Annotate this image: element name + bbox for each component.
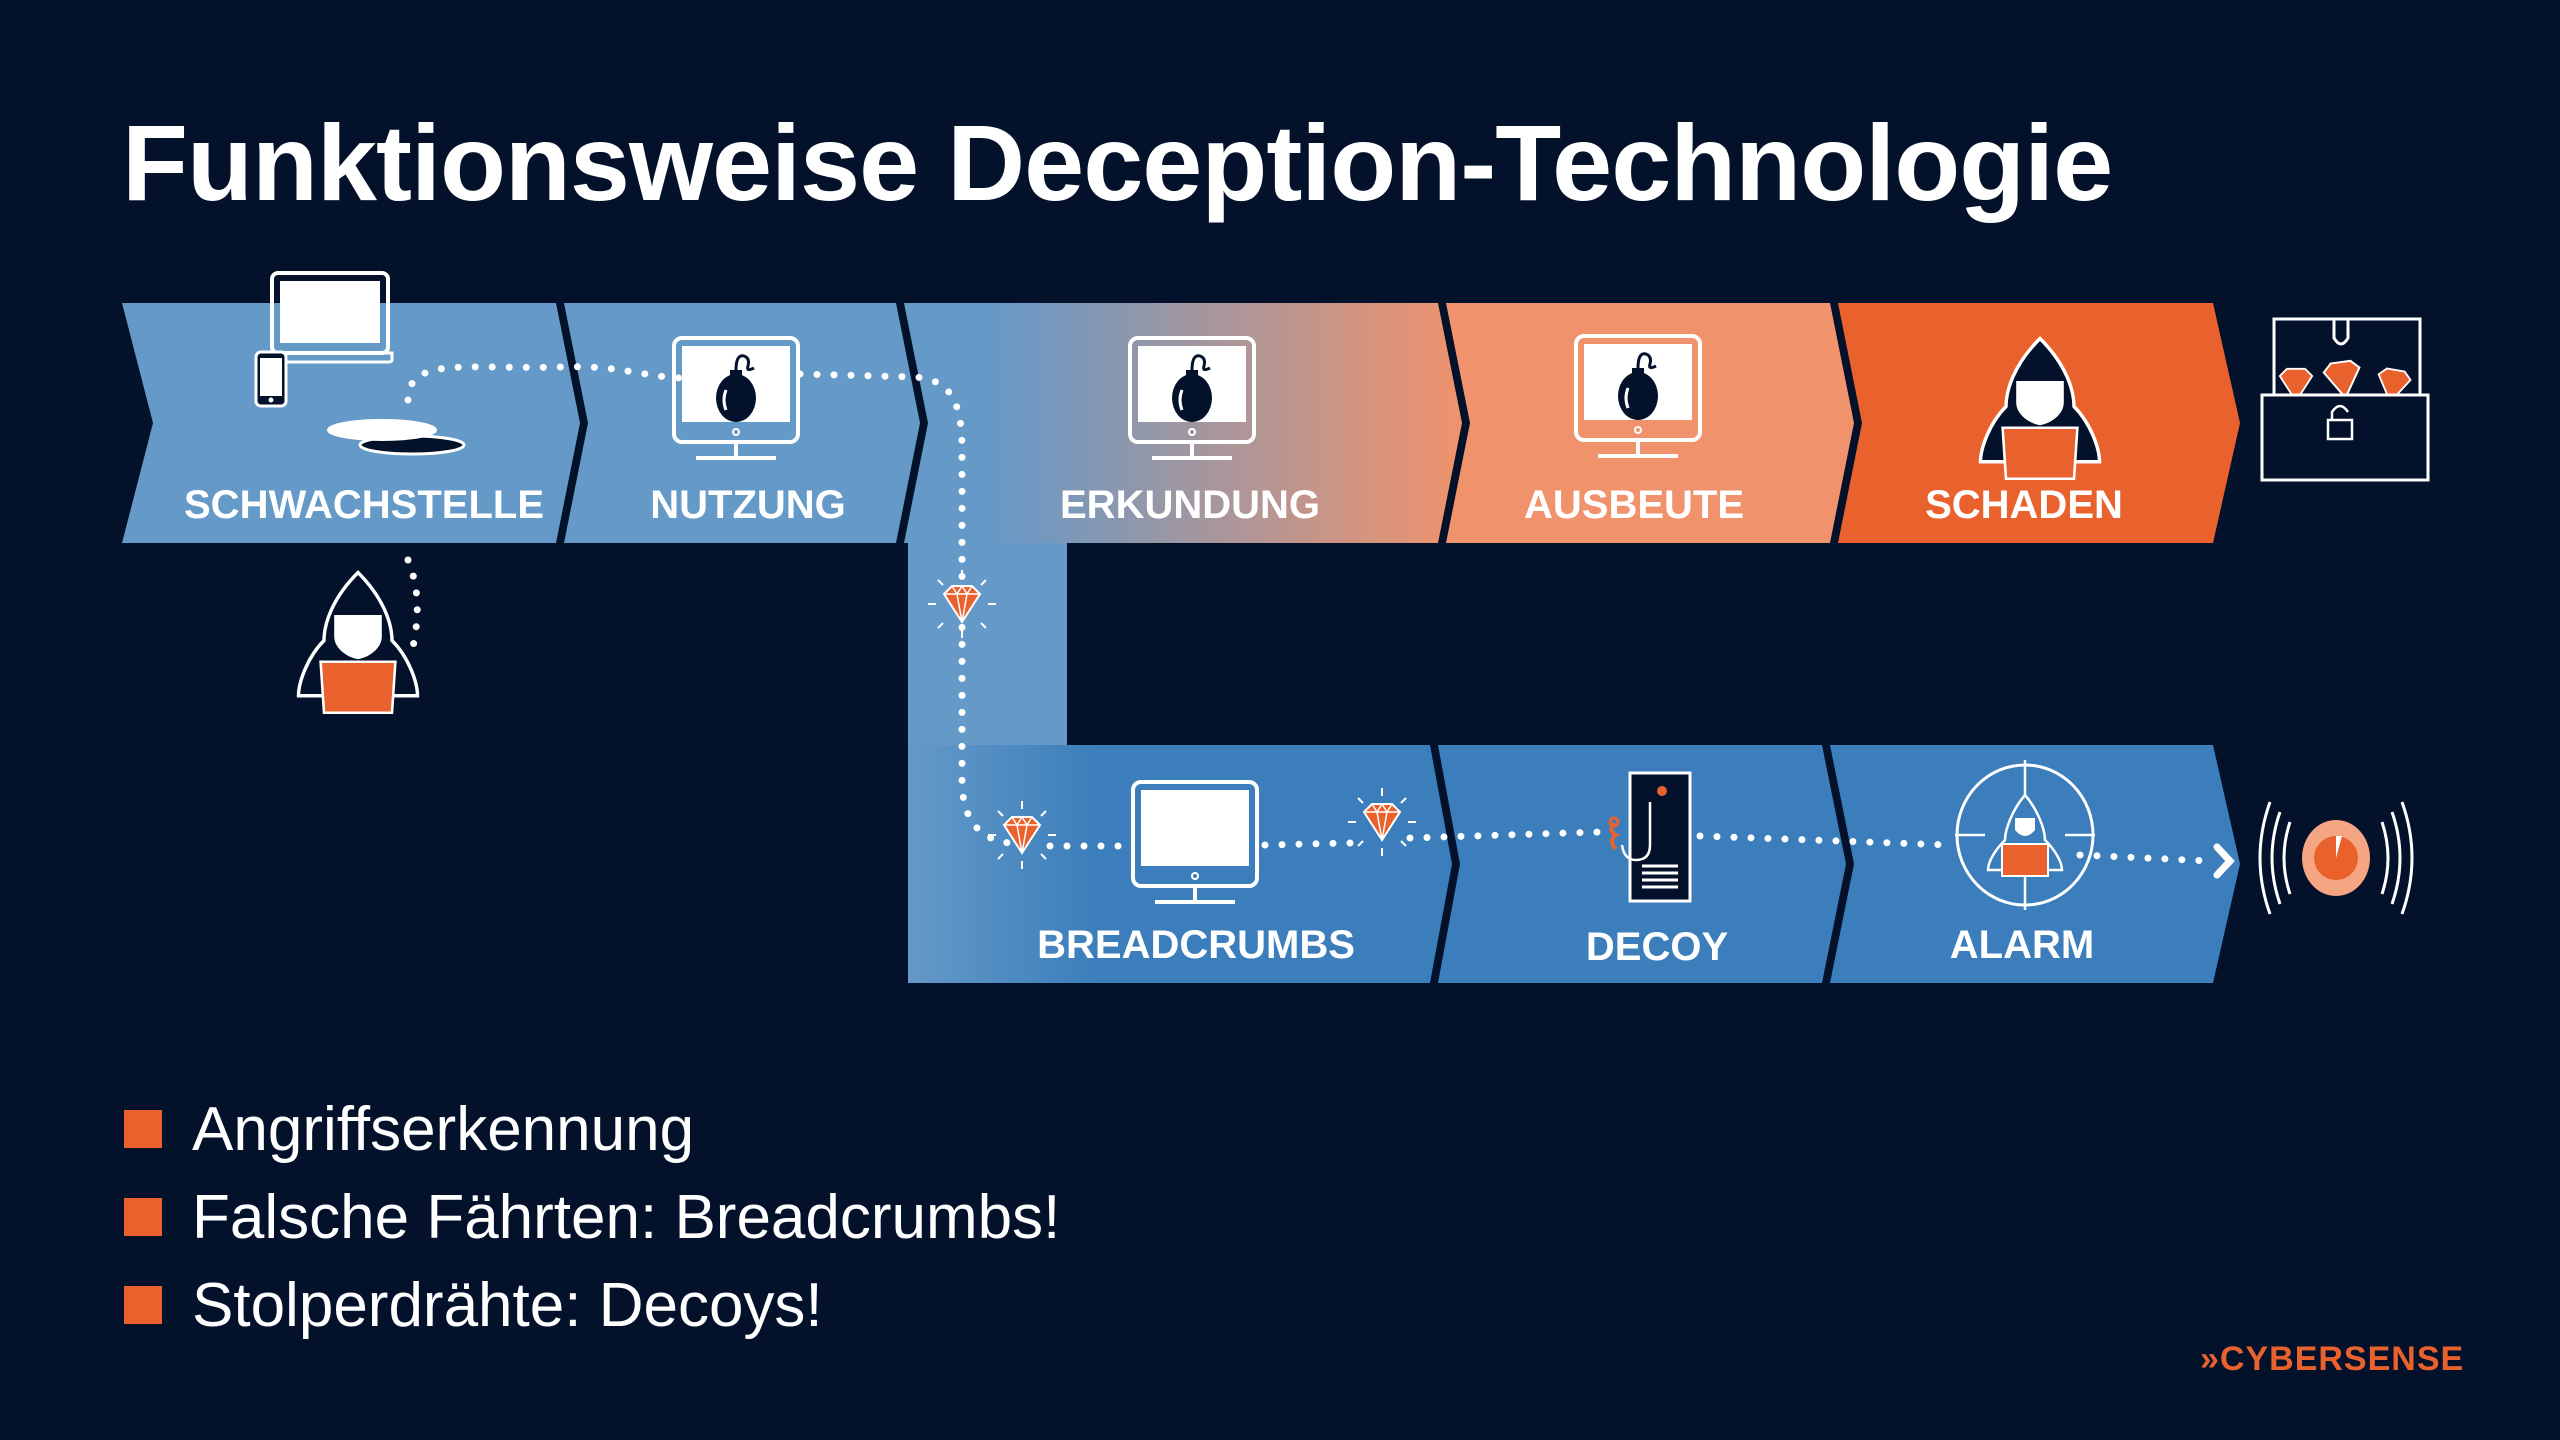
connector-bar [908,543,1067,745]
bullet-text: Angriffserkennung [192,1094,695,1164]
bullet-square-icon [124,1198,162,1236]
bullet-item: Angriffserkennung [124,1085,1060,1173]
stage-erkundung [904,303,1462,543]
brand-logo: »CYBERSENSE [2200,1340,2465,1378]
treasure-chest-icon [2260,317,2430,482]
page-title: Funktionsweise Deception-Technologie [122,102,2113,223]
monitor-bomb-icon [672,336,800,460]
bullet-text: Falsche Fährten: Breadcrumbs! [192,1182,1061,1252]
stage-label-breadcrumbs: BREADCRUMBS [1037,923,1355,967]
path-arrow-icon [2213,843,2235,879]
monitor-bomb-icon [1574,334,1702,458]
target-hacker-icon [1955,760,2095,910]
stage-label-decoy: DECOY [1586,925,1729,969]
attacker-hacker-icon [296,570,420,715]
attack-path [404,363,2214,865]
bullet-square-icon [124,1110,162,1148]
bullet-list: Angriffserkennung Falsche Fährten: Bread… [124,1085,1060,1349]
alarm-siren-icon [2258,801,2414,915]
monitor-bomb-icon [1128,336,1256,460]
stage-label-alarm: ALARM [1950,923,2094,967]
stage-label-schwachstelle: SCHWACHSTELLE [184,483,544,527]
stage-ausbeute [1446,303,1854,543]
stage-label-schaden: SCHADEN [1925,483,2123,527]
bullet-item: Falsche Fährten: Breadcrumbs! [124,1173,1060,1261]
stage-label-ausbeute: AUSBEUTE [1524,483,1744,527]
stage-label-nutzung: NUTZUNG [650,483,846,527]
monitor-icon [1131,780,1259,904]
bullet-square-icon [124,1286,162,1324]
bullet-text: Stolperdrähte: Decoys! [192,1270,823,1340]
server-hook-icon [1608,771,1692,903]
bullet-item: Stolperdrähte: Decoys! [124,1261,1060,1349]
stage-nutzung [564,303,920,543]
devices-icon [254,271,466,456]
stage-label-erkundung: ERKUNDUNG [1060,483,1320,527]
